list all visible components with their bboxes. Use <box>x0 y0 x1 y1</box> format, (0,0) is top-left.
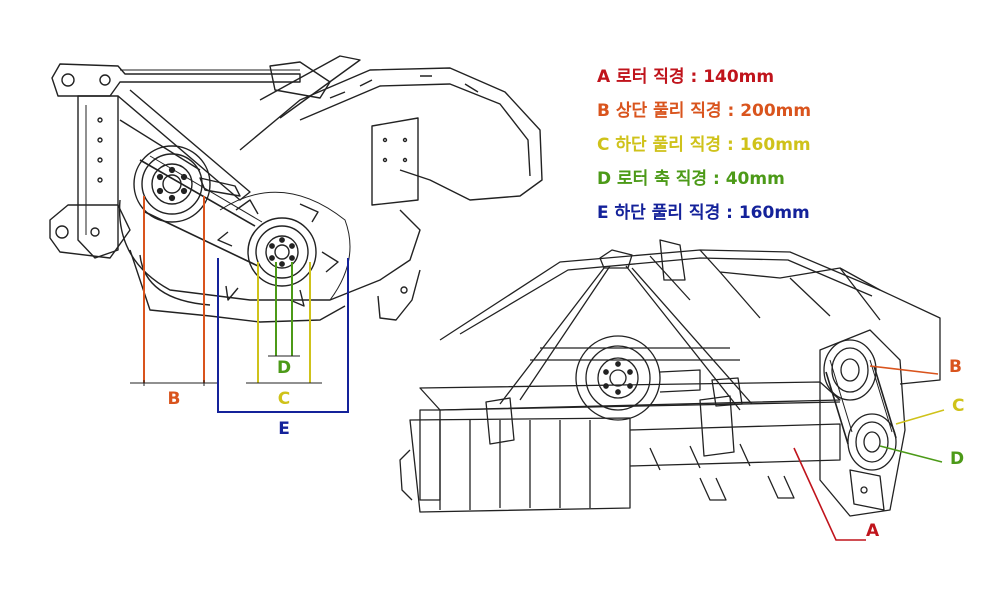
legend-item-b: B 상단 풀리 직경 : 200mm <box>597 101 812 121</box>
front-beam <box>419 381 841 411</box>
left-frame <box>77 95 119 259</box>
isometric-view <box>399 239 941 517</box>
legend-item-d: D 로터 축 직경 : 40mm <box>597 169 785 189</box>
upper-pulley-outer <box>133 145 211 223</box>
belt-housing <box>118 199 421 301</box>
legend-item-a: A 로터 직경 : 140mm <box>597 67 775 87</box>
dim-label-D: D <box>277 358 291 378</box>
dim-E: E <box>217 258 349 439</box>
legend-item-e: E 하단 풀리 직경 : 160mm <box>597 203 810 223</box>
side-view <box>49 55 543 323</box>
callout-A: A <box>793 447 880 541</box>
callout-D: D <box>879 445 964 469</box>
lower-pulley-outer <box>247 217 317 287</box>
top-link-bar <box>51 63 301 97</box>
dim-label-B: B <box>168 389 181 409</box>
housing-hood <box>239 67 543 201</box>
dim-D: D <box>268 262 300 378</box>
callout-B: B <box>869 357 962 377</box>
dim-label-C: C <box>278 389 290 409</box>
top-cover <box>439 249 941 385</box>
legend: A 로터 직경 : 140mm B 상단 풀리 직경 : 200mm C 하단 … <box>597 60 811 230</box>
callout-label-B: B <box>949 357 962 377</box>
center-pulley <box>575 335 661 421</box>
callout-label-A: A <box>866 521 880 541</box>
dim-label-E: E <box>278 419 290 439</box>
callout-label-C: C <box>952 396 964 416</box>
dim-C: C <box>246 262 322 409</box>
hitch-frame <box>599 249 633 269</box>
callout-label-D: D <box>950 449 964 469</box>
rotor-blades <box>217 199 339 307</box>
callout-C: C <box>895 396 964 425</box>
dim-B: B <box>130 196 218 409</box>
side-drive-housing <box>819 329 906 517</box>
legend-item-c: C 하단 풀리 직경 : 160mm <box>597 135 811 155</box>
